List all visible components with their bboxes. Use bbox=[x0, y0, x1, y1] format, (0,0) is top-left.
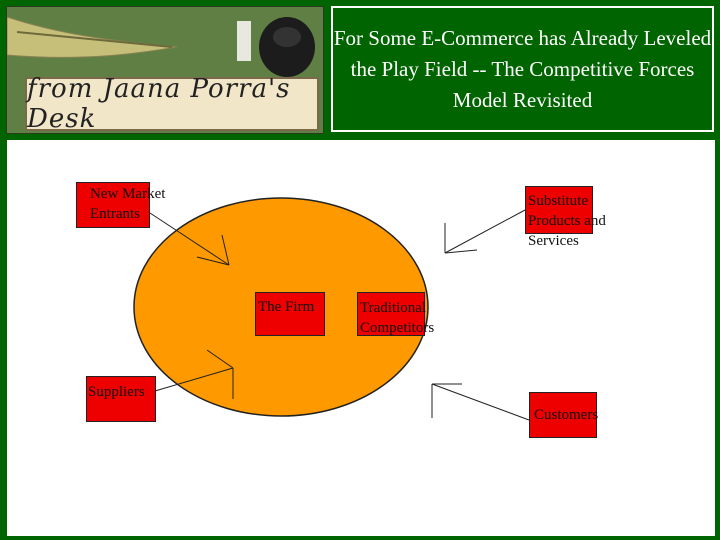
firm-box bbox=[255, 292, 325, 336]
logo-banner: from Jaana Porra's Desk bbox=[25, 74, 319, 134]
arrow-new-entrants bbox=[149, 212, 230, 266]
competitors-label: Traditional Competitors bbox=[360, 300, 435, 336]
customers-label: Customers bbox=[534, 407, 599, 423]
logo-image: from Jaana Porra's Desk bbox=[6, 6, 324, 134]
slide-title: For Some E-Commerce has Already Leveled … bbox=[333, 25, 712, 112]
arrow-customers bbox=[431, 383, 530, 421]
firm-label: The Firm bbox=[258, 299, 315, 315]
arrow-suppliers bbox=[154, 349, 234, 399]
customers-box bbox=[529, 392, 597, 438]
competitors-box bbox=[357, 292, 425, 336]
diagram-canvas: New Market Entrants Substitute Products … bbox=[7, 140, 715, 536]
logo-text: from Jaana Porra's Desk bbox=[27, 74, 291, 134]
suppliers-label: Suppliers bbox=[88, 384, 145, 400]
substitutes-label: Substitute Products and Services bbox=[528, 193, 606, 249]
arrow-substitutes bbox=[444, 209, 526, 254]
substitutes-box bbox=[525, 186, 593, 234]
feather-quill-illustration bbox=[7, 16, 315, 77]
slide-title-box: For Some E-Commerce has Already Leveled … bbox=[331, 6, 714, 132]
new-entrants-box bbox=[76, 182, 150, 228]
new-entrants-label: New Market Entrants bbox=[90, 186, 166, 222]
suppliers-box bbox=[86, 376, 156, 422]
